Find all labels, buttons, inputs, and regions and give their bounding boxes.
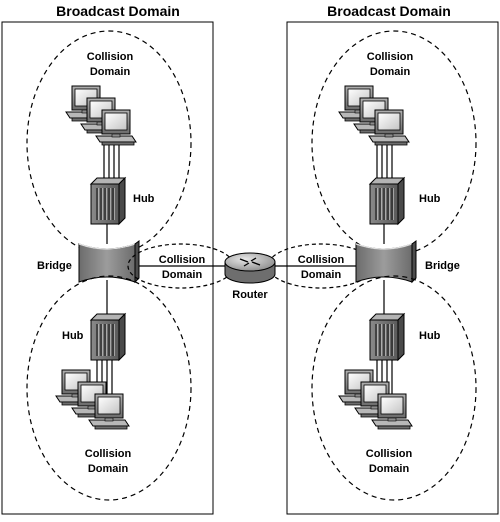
pc-icon [88, 393, 130, 430]
bridge-icon [355, 240, 417, 283]
right-top-hub-label: Hub [419, 193, 441, 205]
left-top-collision-line2: Domain [90, 66, 131, 78]
right-broadcast-title: Broadcast Domain [327, 3, 451, 19]
left-top-collision-line1: Collision [87, 51, 134, 63]
left-link-collision-line2: Domain [162, 269, 203, 281]
right-bottom-collision-line1: Collision [366, 448, 413, 460]
right-broadcast-border [286, 21, 499, 515]
left-broadcast-domain: Broadcast Domain Collision Domain Hub Br… [1, 3, 214, 515]
right-top-collision-line1: Collision [367, 51, 414, 63]
hub-icon [90, 313, 126, 361]
left-broadcast-border [1, 21, 214, 515]
hub-icon [90, 177, 126, 225]
left-top-hub-label: Hub [133, 193, 155, 205]
pc-icon [371, 393, 413, 430]
left-top-cables [103, 142, 120, 181]
left-bottom-collision-ellipse [26, 275, 192, 501]
left-bottom-hub-label: Hub [62, 330, 84, 342]
left-broadcast-title: Broadcast Domain [56, 3, 180, 19]
right-bottom-collision-line2: Domain [369, 463, 410, 475]
router-label: Router [232, 289, 268, 301]
left-link-collision-line1: Collision [159, 254, 206, 266]
left-bridge-label: Bridge [37, 260, 72, 272]
right-top-cables [376, 142, 393, 181]
left-bottom-collision-line1: Collision [85, 448, 132, 460]
right-bridge-label: Bridge [425, 260, 460, 272]
hub-icon [369, 313, 405, 361]
right-top-collision-line2: Domain [370, 66, 411, 78]
hub-icon [369, 177, 405, 225]
pc-icon [95, 109, 137, 146]
right-link-collision-line1: Collision [298, 254, 345, 266]
pc-icon [368, 109, 410, 146]
right-broadcast-domain: Broadcast Domain Collision Domain Hub Br… [286, 3, 499, 515]
right-bottom-collision-ellipse [311, 275, 477, 501]
right-link-collision-line2: Domain [301, 269, 342, 281]
router-links: Collision Domain Collision Domain Router [127, 243, 375, 301]
right-bottom-hub-label: Hub [419, 330, 441, 342]
router-icon [224, 252, 276, 284]
left-bottom-collision-line2: Domain [88, 463, 129, 475]
